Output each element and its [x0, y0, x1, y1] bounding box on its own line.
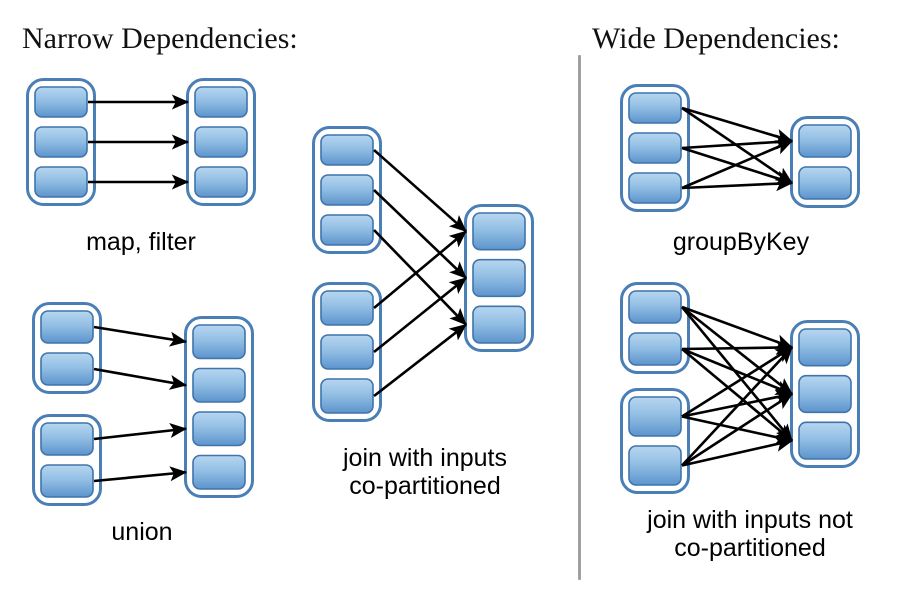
- partition-block: [320, 134, 374, 166]
- source-rdd-container: [620, 84, 690, 212]
- partition-block: [628, 332, 682, 366]
- source-rdd-container: [32, 414, 102, 506]
- partition-block: [40, 352, 94, 386]
- partition-block: [194, 166, 248, 198]
- source-rdd-container: [312, 282, 382, 422]
- caption-map-filter: map, filter: [86, 228, 196, 256]
- partition-block: [472, 305, 526, 344]
- partition-block: [34, 86, 88, 118]
- source-rdd-container: [32, 302, 102, 394]
- source-rdd-container: [26, 78, 96, 206]
- wide-dependencies-heading: Wide Dependencies:: [592, 22, 840, 55]
- partition-block: [320, 378, 374, 414]
- source-rdd-container: [312, 126, 382, 254]
- partition-block: [192, 324, 246, 360]
- partition-block: [798, 374, 852, 414]
- target-rdd-container: [464, 204, 534, 352]
- partition-block: [628, 290, 682, 324]
- target-rdd-container: [790, 116, 860, 208]
- caption-join-not-copartitioned: join with inputs not co-partitioned: [647, 506, 853, 562]
- partition-block: [192, 367, 246, 403]
- partition-block: [628, 172, 682, 204]
- partition-block: [798, 166, 852, 200]
- partition-block: [320, 334, 374, 370]
- narrow-dependencies-heading: Narrow Dependencies:: [22, 22, 298, 55]
- source-rdd-container: [620, 388, 690, 494]
- partition-block: [40, 310, 94, 344]
- partition-block: [472, 258, 526, 298]
- caption-union: union: [111, 518, 173, 546]
- partition-block: [320, 214, 374, 246]
- partition-block: [192, 454, 246, 490]
- partition-block: [628, 445, 682, 486]
- partition-block: [628, 92, 682, 124]
- target-rdd-container: [790, 320, 860, 468]
- partition-block: [798, 328, 852, 367]
- partition-block: [628, 132, 682, 164]
- partition-block: [472, 212, 526, 251]
- partition-block: [798, 421, 852, 460]
- partition-block: [34, 166, 88, 198]
- source-rdd-container: [620, 282, 690, 374]
- partition-block: [628, 396, 682, 437]
- partition-block: [320, 290, 374, 326]
- target-rdd-container: [186, 78, 256, 206]
- caption-join-copartitioned: join with inputs co-partitioned: [343, 444, 507, 500]
- caption-group-by-key: groupByKey: [672, 228, 810, 256]
- partition-block: [40, 464, 94, 498]
- partition-block: [34, 126, 88, 158]
- partition-block: [40, 422, 94, 456]
- section-divider: [578, 55, 581, 580]
- partition-block: [192, 411, 246, 447]
- partition-block: [194, 126, 248, 158]
- target-rdd-container: [184, 316, 254, 498]
- partition-block: [194, 86, 248, 118]
- partition-block: [798, 124, 852, 158]
- partition-block: [320, 174, 374, 206]
